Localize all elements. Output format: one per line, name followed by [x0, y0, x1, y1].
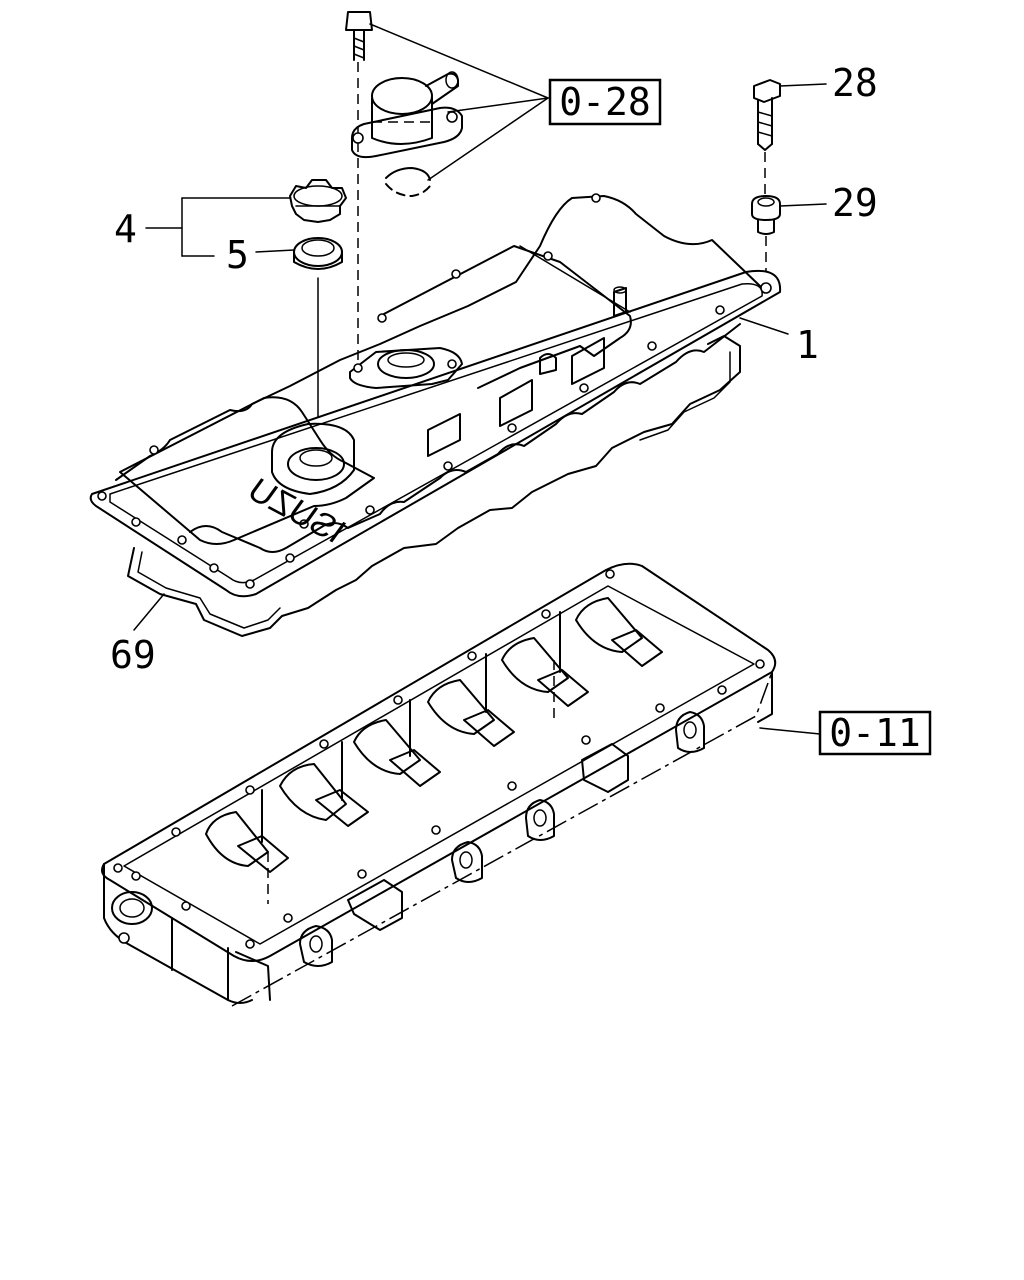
leader-1	[739, 317, 789, 335]
callout-28: 28	[832, 61, 878, 105]
ref-label-0-28: 0-28	[559, 80, 651, 124]
head-cover-gasket	[127, 335, 741, 637]
callout-4: 4	[114, 207, 137, 251]
breather-bolt	[345, 11, 373, 362]
oil-filler-seal	[293, 237, 343, 270]
callout-bracket-4-5	[145, 197, 295, 257]
bolt-28	[753, 79, 781, 196]
ref-0-28-leaders	[369, 23, 549, 181]
ref-label-0-11: 0-11	[829, 711, 921, 755]
leader-28	[779, 83, 827, 87]
bushing-29	[751, 195, 781, 290]
leader-0-11	[759, 727, 821, 735]
leader-29	[779, 203, 827, 207]
ref-box-0-11[interactable]: 0-11	[818, 710, 932, 756]
callout-69: 69	[110, 633, 156, 677]
breather-housing	[351, 71, 463, 159]
cylinder-head	[101, 562, 777, 1007]
head-cover	[89, 193, 782, 598]
breather-oring	[385, 167, 431, 197]
callout-29: 29	[832, 181, 878, 225]
leader-69	[133, 593, 165, 631]
cam-journals	[205, 597, 663, 873]
callout-5: 5	[226, 233, 249, 277]
callout-1: 1	[796, 323, 819, 367]
ref-box-0-28[interactable]: 0-28	[548, 78, 662, 126]
oil-filler-cap	[289, 179, 347, 223]
